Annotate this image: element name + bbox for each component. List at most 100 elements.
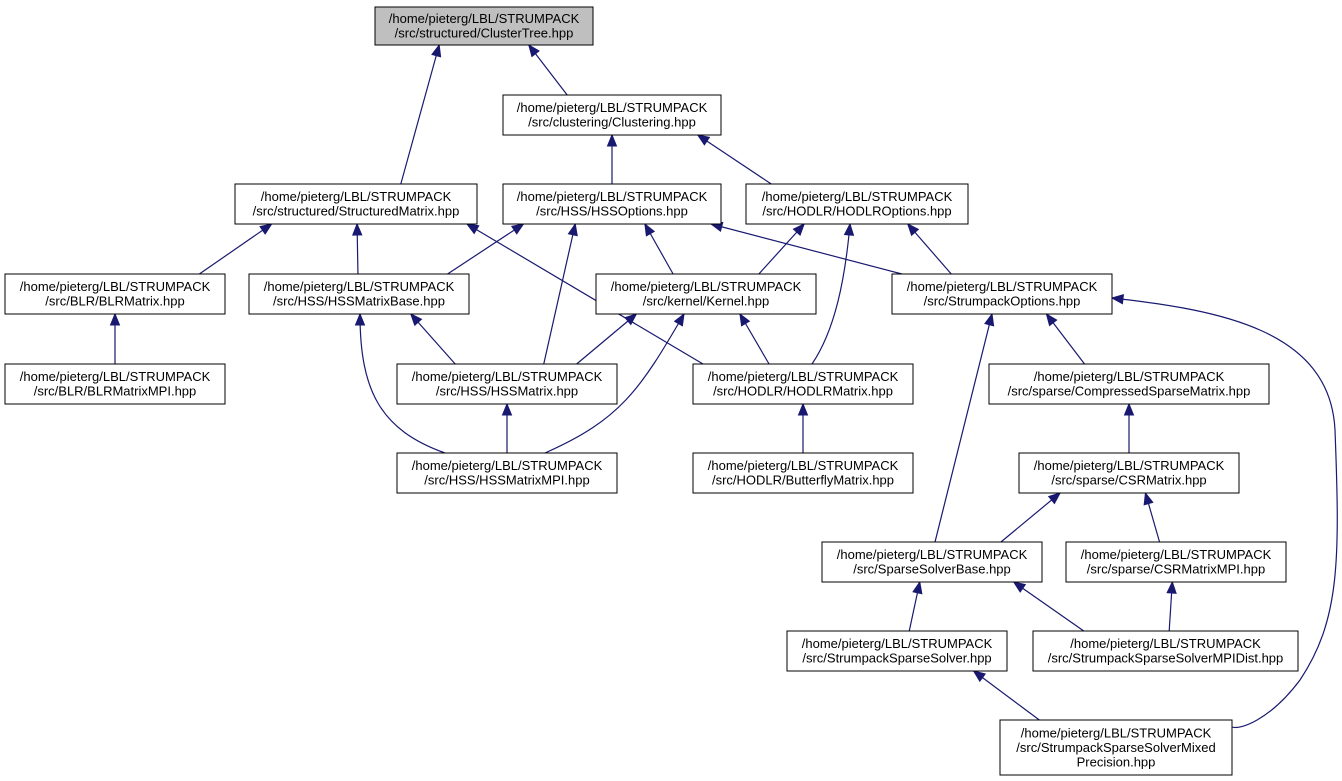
arrowhead — [527, 43, 540, 58]
dependency-edge — [544, 312, 685, 454]
arrowhead — [792, 223, 806, 237]
node-label-line: /home/pieterg/LBL/STRUMPACK — [907, 279, 1098, 294]
file-node-clustering[interactable]: /home/pieterg/LBL/STRUMPACK/src/clusteri… — [502, 94, 722, 136]
dependency-edge — [908, 580, 923, 632]
arrowhead — [259, 223, 273, 235]
node-label-line: /src/HSS/HSSMatrixMPI.hpp — [424, 473, 589, 488]
node-label-line: /src/structured/ClusterTree.hpp — [395, 26, 574, 41]
node-box — [595, 273, 817, 315]
dependency-edge — [1110, 294, 1338, 729]
dependency-edge — [1143, 491, 1161, 543]
node-label-line: /home/pieterg/LBL/STRUMPACK — [611, 279, 802, 294]
file-node-csrmatrixmpi[interactable]: /home/pieterg/LBL/STRUMPACK/src/sparse/C… — [1065, 541, 1287, 583]
node-label-line: /home/pieterg/LBL/STRUMPACK — [837, 547, 1028, 562]
node-label-line: /home/pieterg/LBL/STRUMPACK — [517, 189, 708, 204]
node-label-line: /src/sparse/CSRMatrixMPI.hpp — [1087, 562, 1265, 577]
dependency-edge — [758, 223, 806, 275]
arrowhead — [843, 222, 855, 236]
arrowhead — [352, 222, 363, 236]
file-node-butterflymatrix[interactable]: /home/pieterg/LBL/STRUMPACK/src/HODLR/Bu… — [692, 452, 914, 494]
node-box — [1018, 452, 1240, 494]
file-node-strumpacksparsesolver[interactable]: /home/pieterg/LBL/STRUMPACK/src/Strumpac… — [786, 630, 1008, 672]
edge-line — [811, 223, 851, 365]
dependency-edge — [644, 222, 674, 275]
file-node-hssmatrix[interactable]: /home/pieterg/LBL/STRUMPACK/src/HSS/HSSM… — [396, 363, 618, 405]
dependency-edge — [934, 312, 995, 543]
node-label-line: /src/structured/StructuredMatrix.hpp — [253, 204, 460, 219]
node-box — [234, 183, 478, 225]
dependency-edge — [352, 222, 363, 275]
dependency-edge — [465, 223, 704, 365]
file-node-hssoptions[interactable]: /home/pieterg/LBL/STRUMPACK/src/HSS/HSSO… — [502, 183, 722, 225]
file-node-structuredmatrix[interactable]: /home/pieterg/LBL/STRUMPACK/src/structur… — [234, 183, 478, 225]
node-box — [891, 273, 1113, 315]
dependency-edge — [1166, 580, 1177, 632]
file-node-sparsesolverbase[interactable]: /home/pieterg/LBL/STRUMPACK/src/SparseSo… — [821, 541, 1043, 583]
node-label-line: /home/pieterg/LBL/STRUMPACK — [261, 189, 452, 204]
node-label-line: Precision.hpp — [1077, 754, 1156, 769]
node-label-line: /src/sparse/CompressedSparseMatrix.hpp — [1008, 384, 1251, 399]
arrowhead — [1110, 294, 1125, 305]
dependency-edge — [543, 222, 578, 365]
node-label-line: /home/pieterg/LBL/STRUMPACK — [20, 279, 211, 294]
dependency-edge — [199, 223, 273, 275]
edge-line — [576, 313, 637, 365]
node-box — [396, 363, 618, 405]
dependency-edge — [527, 43, 568, 96]
node-label-line: /home/pieterg/LBL/STRUMPACK — [1081, 547, 1272, 562]
arrowhead — [624, 313, 638, 326]
node-box — [502, 183, 722, 225]
node-label-line: /src/HSS/HSSOptions.hpp — [536, 204, 688, 219]
edge-line — [934, 313, 993, 543]
arrowhead — [906, 223, 920, 237]
file-node-strumpacksparsesolvermixedprecision[interactable]: /home/pieterg/LBL/STRUMPACK/src/Strumpac… — [999, 719, 1233, 776]
node-box — [786, 630, 1008, 672]
file-node-strumpackoptions[interactable]: /home/pieterg/LBL/STRUMPACK/src/Strumpac… — [891, 273, 1113, 315]
file-node-hodlroptions[interactable]: /home/pieterg/LBL/STRUMPACK/src/HODLR/HO… — [745, 183, 969, 225]
dependency-edge — [696, 134, 772, 185]
file-node-blrmatrix[interactable]: /home/pieterg/LBL/STRUMPACK/src/BLR/BLRM… — [4, 273, 226, 315]
node-label-line: /src/kernel/Kernel.hpp — [643, 294, 769, 309]
dependency-edge — [1012, 581, 1085, 632]
arrowhead — [912, 580, 923, 595]
edge-line — [973, 670, 1040, 721]
dependency-edge — [1123, 402, 1135, 453]
dependency-edge — [797, 402, 809, 453]
dependency-edge — [354, 312, 446, 454]
arrowhead — [606, 133, 618, 147]
arrowhead — [1012, 581, 1027, 593]
node-label-line: /src/HODLR/HODLROptions.hpp — [762, 204, 951, 219]
graph-nodes: /home/pieterg/LBL/STRUMPACK/src/structur… — [4, 6, 1299, 776]
file-node-hssmatrixmpi[interactable]: /home/pieterg/LBL/STRUMPACK/src/HSS/HSSM… — [396, 452, 618, 494]
node-label-line: /home/pieterg/LBL/STRUMPACK — [708, 458, 899, 473]
node-label-line: /home/pieterg/LBL/STRUMPACK — [389, 11, 580, 26]
arrowhead — [567, 222, 578, 237]
arrowhead — [797, 402, 809, 416]
edge-line — [447, 223, 524, 275]
dependency-edge — [739, 312, 770, 365]
graph-edges — [109, 43, 1338, 729]
file-node-hssmatrixbase[interactable]: /home/pieterg/LBL/STRUMPACK/src/HSS/HSSM… — [248, 273, 470, 315]
node-label-line: /src/sparse/CSRMatrix.hpp — [1051, 473, 1206, 488]
file-node-blrmatrixmpi[interactable]: /home/pieterg/LBL/STRUMPACK/src/BLR/BLRM… — [4, 363, 226, 405]
node-label-line: /src/StrumpackSparseSolver.hpp — [802, 651, 991, 666]
node-box — [4, 363, 226, 405]
node-label-line: /home/pieterg/LBL/STRUMPACK — [1021, 725, 1212, 740]
file-node-compressedsparsematrix[interactable]: /home/pieterg/LBL/STRUMPACK/src/sparse/C… — [988, 363, 1270, 405]
arrowhead — [972, 670, 987, 683]
node-box — [4, 273, 226, 315]
file-node-csrmatrix[interactable]: /home/pieterg/LBL/STRUMPACK/src/sparse/C… — [1018, 452, 1240, 494]
arrowhead — [109, 312, 121, 326]
node-box — [745, 183, 969, 225]
node-label-line: /src/StrumpackSparseSolverMPIDist.hpp — [1048, 651, 1284, 666]
file-node-strumpacksparsesolvermpidist[interactable]: /home/pieterg/LBL/STRUMPACK/src/Strumpac… — [1032, 630, 1299, 672]
node-box — [502, 94, 722, 136]
node-label-line: /home/pieterg/LBL/STRUMPACK — [517, 100, 708, 115]
file-node-kernel[interactable]: /home/pieterg/LBL/STRUMPACK/src/kernel/K… — [595, 273, 817, 315]
file-node-hodlrmatrix[interactable]: /home/pieterg/LBL/STRUMPACK/src/HODLR/HO… — [692, 363, 914, 405]
dependency-edge — [400, 43, 442, 185]
edge-line — [543, 223, 576, 365]
arrowhead — [510, 223, 525, 235]
arrowhead — [501, 402, 513, 416]
node-label-line: /src/StrumpackSparseSolverMixed — [1016, 740, 1215, 755]
